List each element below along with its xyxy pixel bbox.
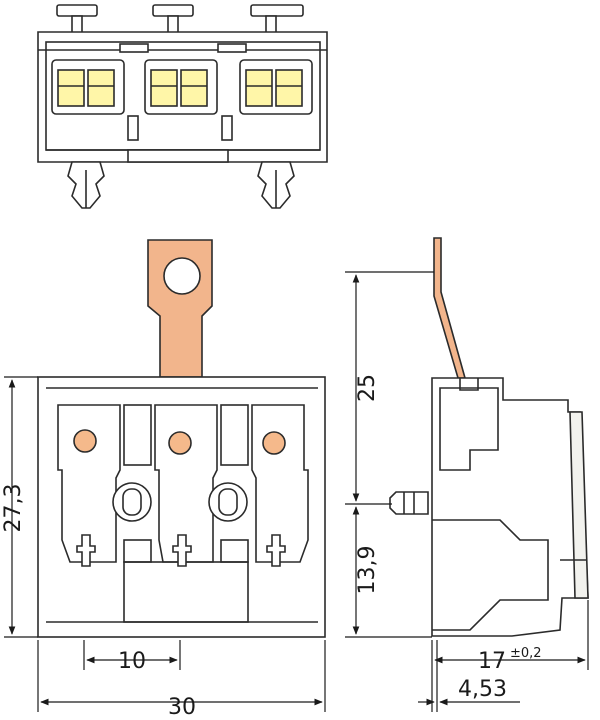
dim-pitch: 10 <box>118 649 146 674</box>
front-view-body <box>37 376 326 638</box>
dim-height-total: 27,3 <box>1 484 26 533</box>
dim-pin-offset: 4,53 <box>458 677 507 702</box>
contact-dots <box>73 429 286 455</box>
dim-depth: 17 <box>478 649 506 674</box>
top-view <box>37 4 328 209</box>
dim-width: 30 <box>168 695 196 720</box>
dim-height-lower: 13,9 <box>355 546 380 595</box>
side-view <box>389 237 589 637</box>
contact-chambers <box>46 387 318 623</box>
test-slots <box>76 534 286 567</box>
dimension-lines <box>4 271 589 712</box>
solder-tab <box>147 239 213 378</box>
side-view-body <box>431 377 589 637</box>
side-solder-pin <box>433 237 467 379</box>
side-snap-foot <box>389 491 429 515</box>
keyhole-openings <box>112 482 248 522</box>
front-view <box>37 239 326 638</box>
mounting-feet <box>67 161 295 209</box>
dim-height-upper: 25 <box>355 374 380 402</box>
clamp-units <box>51 59 313 115</box>
dim-depth-tolerance: ±0,2 <box>510 646 542 661</box>
